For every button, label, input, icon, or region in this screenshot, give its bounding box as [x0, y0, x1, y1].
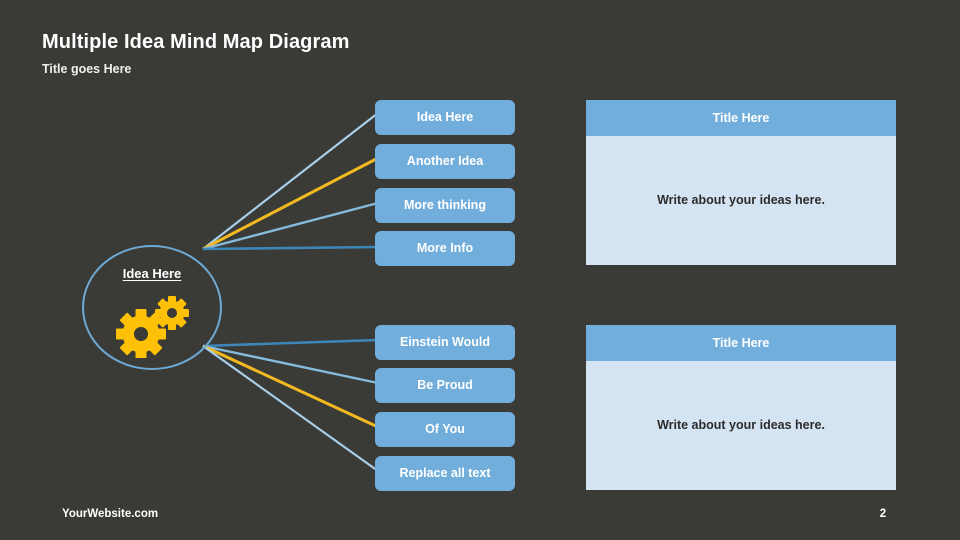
description-panel-bottom[interactable]: Title Here Write about your ideas here. [586, 325, 896, 490]
panel-body-text: Write about your ideas here. [657, 418, 825, 433]
idea-pill-label: More Info [416, 241, 474, 256]
connector-top-1 [202, 112, 379, 250]
idea-pill-label: Of You [425, 422, 465, 437]
page-subtitle: Title goes Here [42, 62, 132, 76]
panel-body-top: Write about your ideas here. [586, 136, 896, 265]
idea-pill-label: Einstein Would [399, 335, 491, 350]
footer-page-number: 2 [879, 508, 887, 520]
idea-pill-label: Replace all text [399, 466, 491, 481]
idea-pill-top-4[interactable]: More Info [375, 231, 515, 266]
idea-pill-bottom-3[interactable]: Of You [375, 412, 515, 447]
connector-bottom-3 [202, 344, 379, 429]
idea-pill-label: Be Proud [417, 378, 473, 393]
connector-top-3 [202, 201, 379, 251]
idea-pill-bottom-1[interactable]: Einstein Would [375, 325, 515, 360]
connector-bottom-4 [202, 345, 379, 472]
panel-title: Title Here [712, 336, 770, 350]
hub-circle-outline [82, 245, 222, 370]
central-idea-hub[interactable]: Idea Here [82, 245, 222, 370]
idea-pill-bottom-2[interactable]: Be Proud [375, 368, 515, 403]
hub-label: Idea Here [122, 266, 182, 281]
connector-bottom-2 [202, 344, 379, 385]
connector-top-4 [202, 245, 379, 251]
idea-pill-bottom-4[interactable]: Replace all text [375, 456, 515, 491]
idea-pill-label: Idea Here [416, 110, 474, 125]
description-panel-top[interactable]: Title Here Write about your ideas here. [586, 100, 896, 265]
panel-header-top: Title Here [586, 100, 896, 136]
panel-body-bottom: Write about your ideas here. [586, 361, 896, 490]
idea-pill-top-2[interactable]: Another Idea [375, 144, 515, 179]
idea-pill-top-1[interactable]: Idea Here [375, 100, 515, 135]
connector-top-2 [202, 156, 379, 251]
idea-pill-label: Another Idea [406, 154, 484, 169]
idea-pill-top-3[interactable]: More thinking [375, 188, 515, 223]
idea-pill-label: More thinking [404, 198, 486, 213]
connector-bottom-1 [202, 338, 379, 348]
footer-website[interactable]: YourWebsite.com [62, 508, 159, 520]
panel-body-text: Write about your ideas here. [657, 193, 825, 208]
panel-header-bottom: Title Here [586, 325, 896, 361]
panel-title: Title Here [712, 111, 770, 125]
page-title: Multiple Idea Mind Map Diagram [42, 31, 350, 53]
gears-icon [116, 296, 189, 358]
